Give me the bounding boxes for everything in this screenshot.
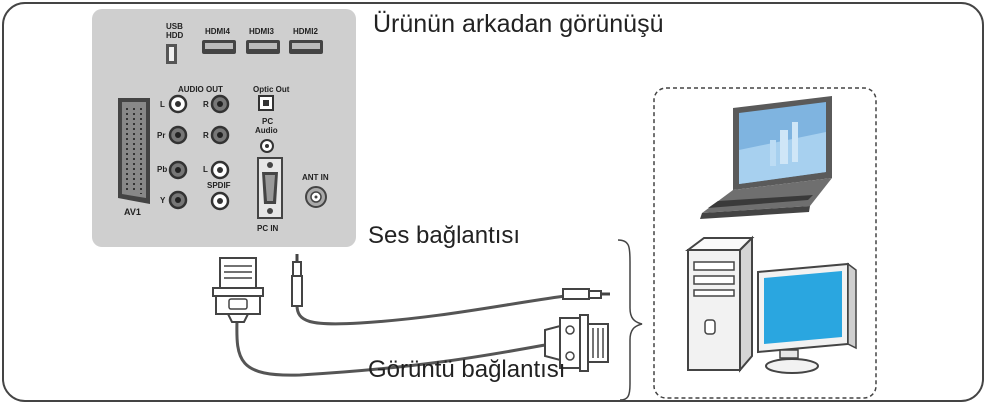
rca-y	[168, 190, 188, 210]
audio-out-label: AUDIO OUT	[178, 85, 223, 94]
diagram-title: Ürünün arkadan görünüşü	[373, 10, 664, 38]
av1-label: AV1	[124, 207, 141, 217]
spdif-label: SPDIF	[207, 181, 231, 190]
cables	[235, 294, 566, 377]
vga-cable	[235, 319, 546, 377]
pr-label: Pr	[157, 131, 165, 140]
tv-back-panel: USB HDD HDMI4 HDMI3 HDMI2 AUDIO OUT Opti…	[92, 9, 356, 247]
audio-plug-right	[562, 288, 610, 300]
pc-in-label: PC IN	[257, 224, 279, 233]
device-box	[653, 87, 877, 399]
audio-connection-label: Ses bağlantısı	[368, 222, 521, 249]
desktop-tower-icon	[685, 235, 755, 373]
audio-plug-left	[291, 254, 303, 307]
hdmi2-port: HDMI2	[289, 27, 323, 54]
optic-out-label: Optic Out	[253, 85, 290, 94]
curly-brace	[617, 239, 643, 401]
r1-label: R	[203, 100, 209, 109]
l1-label: L	[160, 100, 165, 109]
hdmi3-port: HDMI3	[246, 27, 280, 54]
audio-cable	[295, 294, 566, 326]
video-connection-label: Görüntü bağlantısı	[368, 356, 566, 383]
hdmi3-label: HDMI3	[249, 27, 274, 36]
vga-plug-left	[212, 257, 264, 323]
rca-red-r	[210, 125, 230, 145]
antenna-port	[305, 186, 327, 208]
spdif-jack	[210, 191, 230, 211]
hdmi4-label: HDMI4	[205, 27, 230, 36]
rca-pb	[168, 160, 188, 180]
usb-label: USB	[166, 22, 183, 31]
hdmi2-label: HDMI2	[293, 27, 318, 36]
outer-frame	[2, 2, 984, 402]
r2-label: R	[203, 131, 209, 140]
pb-label: Pb	[157, 165, 167, 174]
laptop-icon	[700, 96, 832, 219]
rca-white-l2	[210, 160, 230, 180]
rca-white-l	[168, 94, 188, 114]
vga-plug-right	[544, 314, 609, 372]
ant-in-label: ANT IN	[302, 173, 329, 182]
rca-red-r-out	[210, 94, 230, 114]
rca-pr	[168, 125, 188, 145]
vga-pc-in-port	[257, 157, 283, 219]
hdd-label: HDD	[166, 31, 184, 40]
monitor-icon	[757, 262, 857, 374]
l2-label: L	[203, 165, 208, 174]
pc-label: PC	[262, 117, 273, 126]
hdmi4-port: HDMI4	[202, 27, 236, 54]
pc-audio-label: Audio	[255, 126, 278, 135]
y-label: Y	[160, 196, 166, 205]
scart-av1-port	[118, 98, 150, 204]
